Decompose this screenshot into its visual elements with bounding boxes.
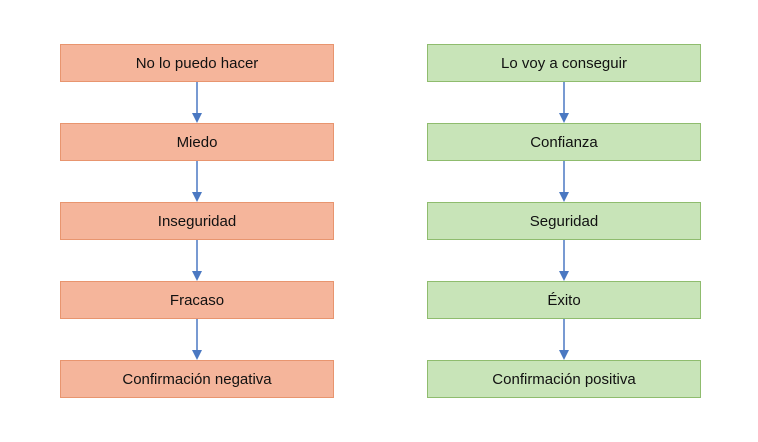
node-seguridad: Seguridad	[427, 202, 701, 240]
flow-arrow	[427, 319, 701, 360]
negative-chain: No lo puedo hacer Miedo Inseguridad	[60, 44, 334, 398]
positive-chain: Lo voy a conseguir Confianza Seguridad	[427, 44, 701, 398]
node-label: Éxito	[547, 291, 581, 309]
flow-arrow	[60, 319, 334, 360]
node-label: Miedo	[176, 133, 218, 151]
flow-arrow	[60, 161, 334, 202]
arrow-down-icon	[559, 319, 569, 360]
arrow-down-icon	[559, 82, 569, 123]
node-label: Confirmación positiva	[492, 370, 636, 388]
node-lo-voy-a-conseguir: Lo voy a conseguir	[427, 44, 701, 82]
arrow-down-icon	[192, 319, 202, 360]
node-no-lo-puedo-hacer: No lo puedo hacer	[60, 44, 334, 82]
arrow-down-icon	[559, 240, 569, 281]
node-label: Fracaso	[169, 291, 225, 309]
flow-arrow	[60, 240, 334, 281]
node-label: Seguridad	[529, 212, 599, 230]
flow-arrow	[427, 161, 701, 202]
flow-arrow	[60, 82, 334, 123]
flow-arrow	[427, 240, 701, 281]
node-fracaso: Fracaso	[60, 281, 334, 319]
node-label: No lo puedo hacer	[135, 54, 259, 72]
node-confirmacion-negativa: Confirmación negativa	[60, 360, 334, 398]
arrow-down-icon	[192, 240, 202, 281]
node-label: Confianza	[530, 133, 598, 151]
arrow-down-icon	[192, 82, 202, 123]
flow-arrow	[427, 82, 701, 123]
node-label: Confirmación negativa	[122, 370, 272, 388]
arrow-down-icon	[559, 161, 569, 202]
node-label: Inseguridad	[157, 212, 237, 230]
node-label: Lo voy a conseguir	[501, 54, 627, 72]
arrow-down-icon	[192, 161, 202, 202]
node-confirmacion-positiva: Confirmación positiva	[427, 360, 701, 398]
node-confianza: Confianza	[427, 123, 701, 161]
node-exito: Éxito	[427, 281, 701, 319]
node-inseguridad: Inseguridad	[60, 202, 334, 240]
node-miedo: Miedo	[60, 123, 334, 161]
